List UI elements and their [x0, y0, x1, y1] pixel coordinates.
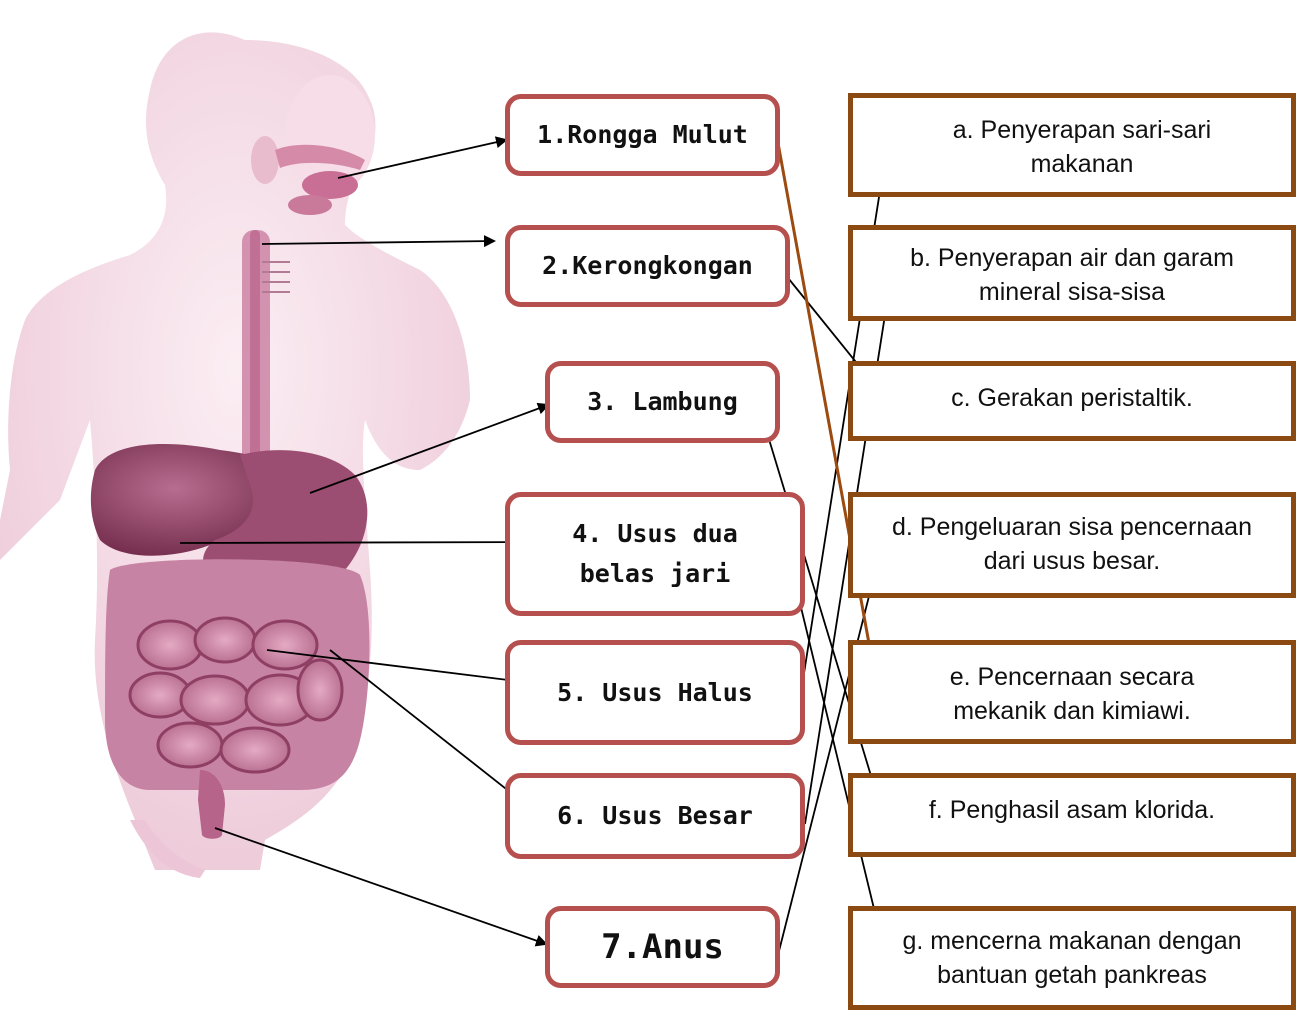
function-label-f: f. Penghasil asam klorida.	[929, 794, 1215, 852]
function-label-b: b. Penyerapan air dan garam mineral sisa…	[873, 242, 1271, 316]
organ-label-2: 2.Kerongkongan	[542, 246, 753, 286]
function-label-e: e. Pencernaan secara mekanik dan kimiawi…	[903, 661, 1241, 739]
digestive-system-illustration	[0, 0, 500, 880]
function-box-a: a. Penyerapan sari-sari makanan	[848, 93, 1296, 197]
organ-box-3: 3. Lambung	[545, 361, 780, 443]
function-box-d: d. Pengeluaran sisa pencernaan dari usus…	[848, 492, 1296, 598]
organ-label-1: 1.Rongga Mulut	[537, 115, 748, 155]
organ-box-6: 6. Usus Besar	[505, 773, 805, 859]
organ-label-4: 4. Usus dua belas jari	[562, 514, 748, 594]
organ-box-7: 7.Anus	[545, 906, 780, 988]
organ-label-5: 5. Usus Halus	[557, 673, 753, 713]
function-box-c: c. Gerakan peristaltik.	[848, 361, 1296, 441]
organ-box-4: 4. Usus dua belas jari	[505, 492, 805, 616]
function-box-f: f. Penghasil asam klorida.	[848, 773, 1296, 857]
organ-box-1: 1.Rongga Mulut	[505, 94, 780, 176]
organ-label-6: 6. Usus Besar	[557, 796, 753, 836]
organ-box-2: 2.Kerongkongan	[505, 225, 790, 307]
function-label-g: g. mencerna makanan dengan bantuan getah…	[867, 925, 1277, 1005]
function-label-a: a. Penyerapan sari-sari makanan	[913, 114, 1251, 192]
organ-box-5: 5. Usus Halus	[505, 640, 805, 745]
function-box-e: e. Pencernaan secara mekanik dan kimiawi…	[848, 640, 1296, 744]
organ-label-7: 7.Anus	[601, 920, 724, 974]
function-label-c: c. Gerakan peristaltik.	[951, 382, 1193, 436]
function-box-b: b. Penyerapan air dan garam mineral sisa…	[848, 225, 1296, 321]
function-label-d: d. Pengeluaran sisa pencernaan dari usus…	[873, 511, 1271, 593]
function-box-g: g. mencerna makanan dengan bantuan getah…	[848, 906, 1296, 1010]
organ-label-3: 3. Lambung	[587, 382, 738, 422]
